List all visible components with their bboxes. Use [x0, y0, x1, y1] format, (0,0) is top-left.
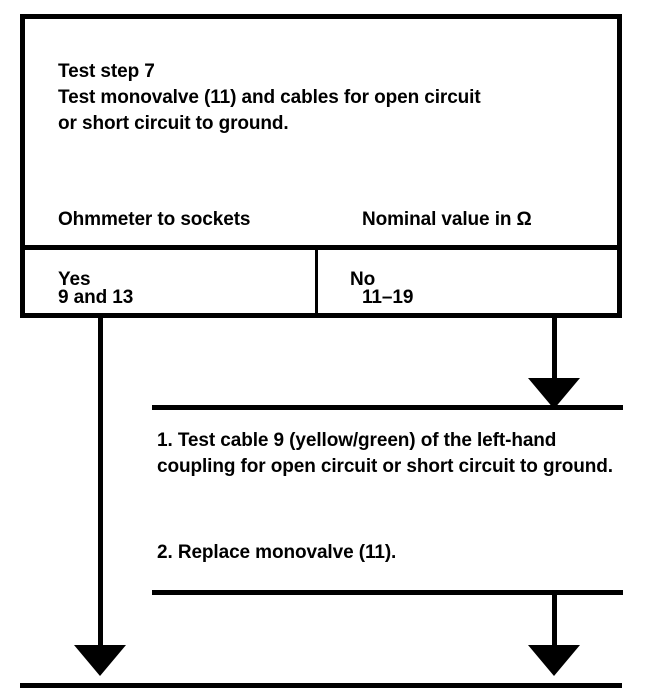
no-branch-connector-line: [552, 318, 557, 388]
answer-yes-label: Yes: [58, 269, 91, 290]
test-step-description: Test monovalve (11) and cables for open …: [58, 87, 481, 134]
measurement-instruction-label: Ohmmeter to sockets: [58, 209, 251, 230]
yes-branch-connector-line: [98, 318, 103, 655]
answer-cell-divider: [315, 250, 318, 313]
action-item-1: 1. Test cable 9 (yellow/green) of the le…: [157, 430, 613, 477]
measurement-instruction-value: 9 and 13: [58, 287, 134, 308]
decision-answer-row: Yes No: [25, 250, 617, 313]
action-block-top-rule: [152, 405, 623, 410]
action-block-arrow-icon: [528, 645, 580, 676]
measurement-instruction: Ohmmeter to sockets 9 and 13: [58, 155, 333, 363]
measurement-nominal-label: Nominal value in Ω: [362, 209, 532, 230]
action-block-bottom-rule: [152, 590, 623, 595]
yes-branch-arrow-icon: [74, 645, 126, 676]
measurement-nominal-value: 11–19: [362, 287, 414, 308]
page-foot-rule: [20, 683, 622, 688]
measurement-nominal: Nominal value in Ω 11–19: [362, 155, 612, 363]
decision-block-body: Test step 7 Test monovalve (11) and cabl…: [25, 19, 617, 308]
action-item-2: 2. Replace monovalve (11).: [157, 542, 397, 563]
decision-block: Test step 7 Test monovalve (11) and cabl…: [20, 14, 622, 318]
test-step-title: Test step 7: [58, 61, 155, 82]
answer-no-label: No: [350, 269, 376, 290]
no-branch-arrow-icon: [528, 378, 580, 409]
action-block-connector-line: [552, 593, 557, 655]
